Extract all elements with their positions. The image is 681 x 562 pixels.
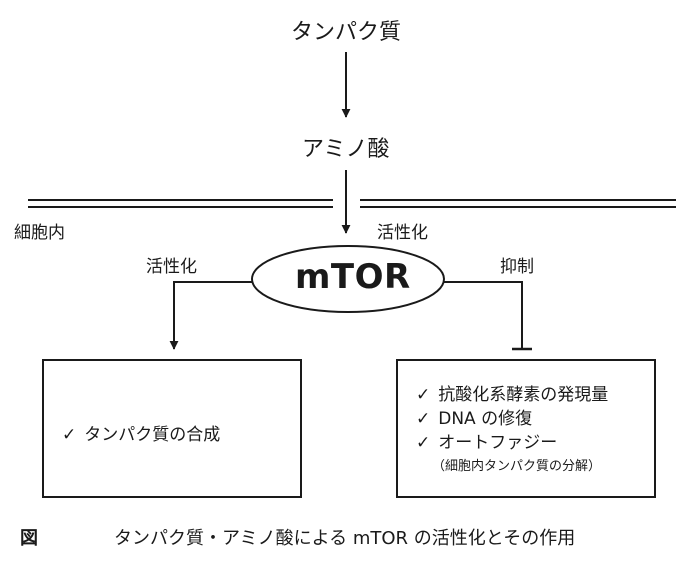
autophagy-text: オートファジー	[438, 433, 558, 453]
activation-membrane-label: 活性化	[377, 223, 428, 243]
inhibit-mtor-to-stress-responses	[444, 281, 523, 349]
stress-response-list: ✓ 抗酸化系酵素の発現量 ✓ DNA の修復 ✓ オートファジー （細胞内タンパク質の…	[416, 383, 608, 479]
check-icon: ✓	[62, 425, 77, 445]
check-icon: ✓	[416, 433, 431, 453]
list-item: ✓ オートファジー	[416, 431, 608, 455]
list-item: ✓ 抗酸化系酵素の発現量	[416, 383, 608, 407]
autophagy-note: （細胞内タンパク質の分解）	[432, 459, 602, 474]
protein-synthesis-box	[42, 359, 302, 498]
mtor-node: mTOR	[295, 257, 411, 297]
amino-acid-node: アミノ酸	[302, 137, 390, 162]
list-item: ✓ DNA の修復	[416, 407, 608, 431]
mtor-ellipse	[251, 245, 445, 313]
protein-synthesis-item: ✓ タンパク質の合成	[62, 420, 220, 445]
antioxidant-enzyme-text: 抗酸化系酵素の発現量	[438, 385, 609, 405]
protein-node: タンパク質	[291, 20, 402, 45]
figure-label: 図	[20, 528, 38, 549]
cell-membrane	[28, 199, 676, 208]
stress-response-box	[396, 359, 656, 498]
check-icon: ✓	[416, 385, 431, 405]
intracellular-label: 細胞内	[14, 223, 65, 243]
protein-synthesis-text: タンパク質の合成	[84, 425, 221, 445]
inhibition-right-label: 抑制	[500, 257, 534, 277]
activation-left-label: 活性化	[146, 257, 197, 277]
dna-repair-text: DNA の修復	[438, 409, 533, 429]
figure-caption: タンパク質・アミノ酸による mTOR の活性化とその作用	[114, 528, 576, 549]
check-icon: ✓	[416, 409, 431, 429]
arrow-mtor-to-protein-synthesis	[169, 281, 252, 350]
